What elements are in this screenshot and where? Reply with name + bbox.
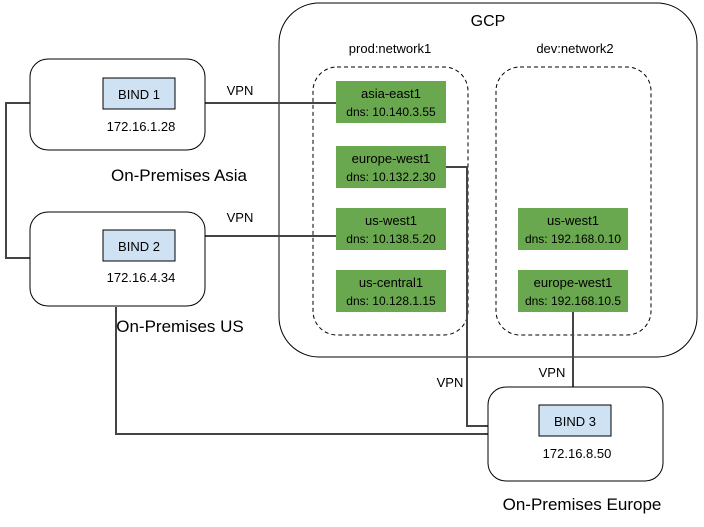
region-europe-west1-dev: europe-west1 dns: 192.168.10.5 (518, 270, 628, 312)
vpn-label-asia: VPN (227, 83, 254, 98)
vpn-label-europe-dev: VPN (539, 365, 566, 380)
region-us-west1-prod: us-west1 dns: 10.138.5.20 (336, 208, 446, 250)
bind-server-ip: 172.16.8.50 (543, 446, 612, 461)
site-on-premises-asia: BIND 1 172.16.1.28 (29, 58, 206, 151)
region-name: us-west1 (547, 213, 599, 228)
network-label-prod: prod:network1 (349, 41, 431, 56)
region-dns: dns: 10.138.5.20 (346, 232, 436, 246)
gcp-title: GCP (471, 13, 506, 30)
bind-server-name: BIND 3 (554, 414, 596, 429)
region-us-central1-prod: us-central1 dns: 10.128.1.15 (336, 270, 446, 312)
bind-server-name: BIND 1 (118, 87, 160, 102)
bind-server-name: BIND 2 (118, 239, 160, 254)
region-dns: dns: 192.168.10.5 (525, 294, 621, 308)
bind-server-ip: 172.16.4.34 (107, 270, 176, 285)
region-name: europe-west1 (534, 275, 613, 290)
region-asia-east1-prod: asia-east1 dns: 10.140.3.55 (336, 81, 446, 123)
bind-server-box (102, 77, 176, 110)
region-name: europe-west1 (352, 151, 431, 166)
bind-server-box (102, 229, 176, 262)
site-on-premises-us: BIND 2 172.16.4.34 (29, 211, 206, 307)
connections (5, 102, 574, 435)
site-label-europe: On-Premises Europe (503, 495, 662, 514)
region-dns: dns: 192.168.0.10 (525, 232, 621, 246)
link-asia-us (5, 102, 30, 259)
region-dns: dns: 10.128.1.15 (346, 294, 436, 308)
region-name: asia-east1 (361, 86, 421, 101)
vpn-link-europe-prod (446, 166, 488, 427)
region-name: us-west1 (365, 213, 417, 228)
vpn-label-europe-prod: VPN (437, 375, 464, 390)
site-label-us: On-Premises US (116, 317, 244, 336)
bind-server-ip: 172.16.1.28 (107, 119, 176, 134)
region-dns: dns: 10.140.3.55 (346, 105, 436, 119)
region-us-west1-dev: us-west1 dns: 192.168.0.10 (518, 208, 628, 250)
network-label-dev: dev:network2 (536, 41, 613, 56)
site-on-premises-europe: BIND 3 172.16.8.50 (487, 386, 664, 482)
link-us-europe (115, 307, 488, 435)
vpn-label-us: VPN (227, 210, 254, 225)
bind-server-box (538, 404, 612, 437)
region-name: us-central1 (359, 275, 423, 290)
region-europe-west1-prod: europe-west1 dns: 10.132.2.30 (336, 146, 446, 188)
region-dns: dns: 10.132.2.30 (346, 170, 436, 184)
site-label-asia: On-Premises Asia (111, 166, 248, 185)
